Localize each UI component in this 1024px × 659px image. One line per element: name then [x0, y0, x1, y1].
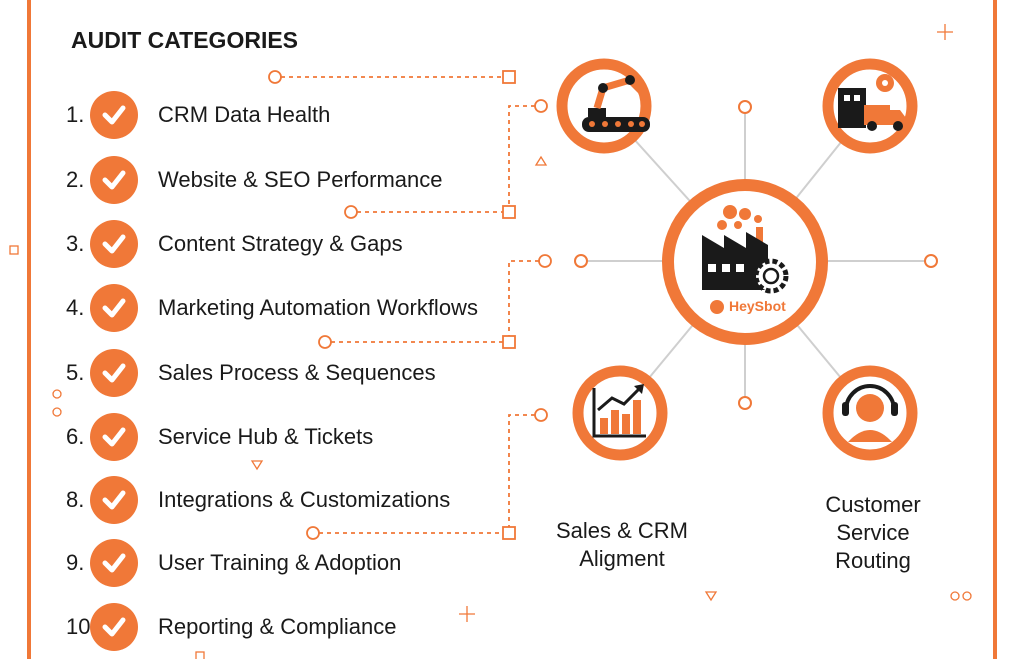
page-title: AUDIT CATEGORIES [71, 27, 299, 53]
item-number: 4. [66, 295, 85, 320]
item-number: 3. [66, 231, 85, 256]
list-item: 8. Integrations & Customizations [66, 475, 450, 525]
item-label: Integrations & Customizations [158, 487, 451, 512]
item-label: Website & SEO Performance [158, 167, 443, 192]
robot-arm-icon [582, 75, 650, 132]
item-number: 6. [66, 424, 85, 449]
checkmark-icon [90, 349, 138, 397]
item-number: 8. [66, 487, 85, 512]
growth-chart-icon [592, 384, 646, 438]
sales-crm-caption: Sales & CRM Aligment [555, 518, 689, 571]
item-label: User Training & Adoption [158, 550, 402, 575]
checkmark-icon [90, 284, 138, 332]
checkmark-icon [90, 91, 138, 139]
brand-logo-text: HeySbot [729, 298, 786, 314]
connector-ends [268, 70, 552, 540]
item-label: Marketing Automation Workflows [158, 295, 478, 320]
factory-gear-icon [702, 205, 789, 314]
list-item: 5. Sales Process & Sequences [66, 348, 436, 398]
checkmark-icon [90, 476, 138, 524]
list-item: 2. Website & SEO Performance [66, 155, 443, 205]
checkmark-icon [90, 220, 138, 268]
item-label: Sales Process & Sequences [158, 360, 436, 385]
checkmark-icon [90, 156, 138, 204]
list-item: 9. User Training & Adoption [66, 538, 401, 588]
checkmark-icon [90, 539, 138, 587]
item-number: 9. [66, 550, 85, 575]
list-item: 1. CRM Data Health [66, 90, 330, 140]
item-label: CRM Data Health [158, 102, 331, 127]
list-item: 6. Service Hub & Tickets [66, 412, 373, 462]
item-number: 10 [66, 614, 91, 639]
hub-nodes [574, 100, 938, 410]
list-item: 10 Reporting & Compliance [66, 602, 396, 652]
item-number: 1. [66, 102, 85, 127]
item-label: Service Hub & Tickets [158, 424, 374, 449]
customer-service-caption: Customer Service Routing [825, 492, 921, 573]
item-label: Reporting & Compliance [158, 614, 397, 639]
dotted-connectors [281, 76, 539, 534]
growth-chart-circle [572, 365, 668, 461]
list-item: 3. Content Strategy & Gaps [66, 219, 403, 269]
checkmark-icon [90, 603, 138, 651]
item-label: Content Strategy & Gaps [158, 231, 403, 256]
support-agent-icon [842, 384, 898, 442]
factory-truck-icon [838, 74, 906, 131]
list-item: 4. Marketing Automation Workflows [66, 283, 478, 333]
checkmark-icon [90, 413, 138, 461]
decorations [9, 24, 972, 659]
item-number: 2. [66, 167, 85, 192]
item-number: 5. [66, 360, 85, 385]
